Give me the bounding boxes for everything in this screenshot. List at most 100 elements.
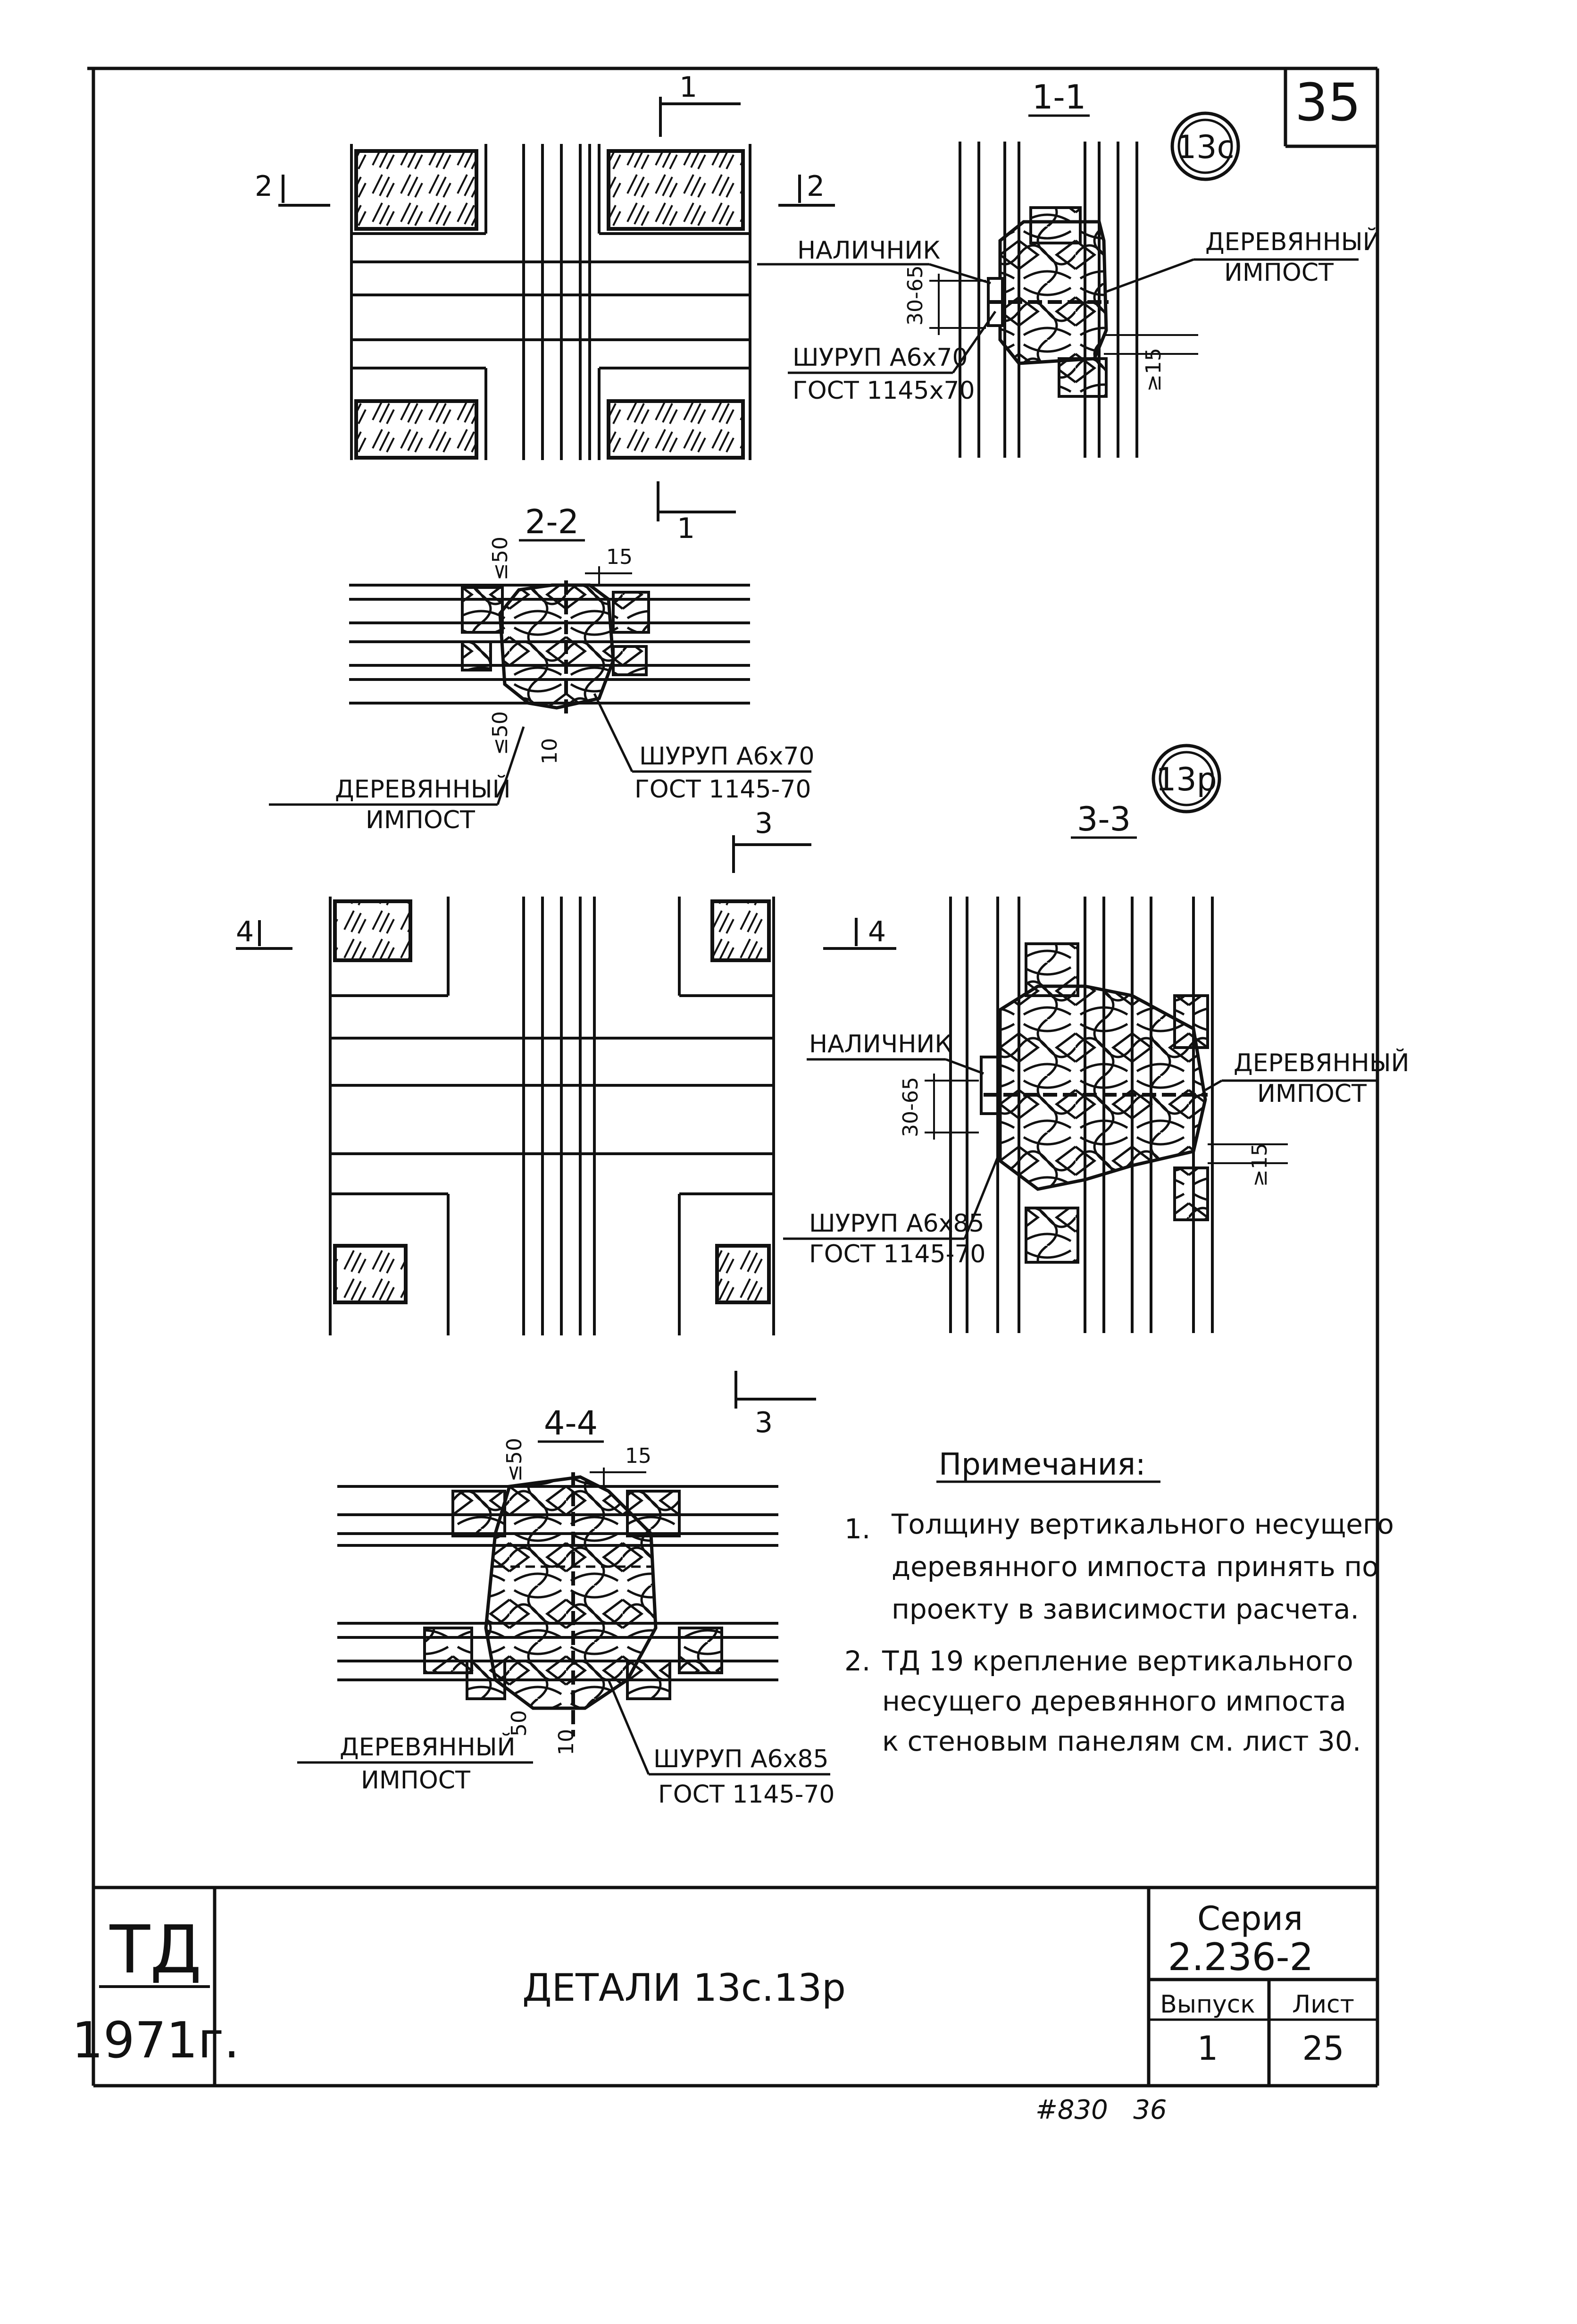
section-1-1-view	[959, 142, 1138, 458]
note-2-line-2: несущего деревянного импоста	[882, 1685, 1346, 1717]
impost-timber-2-2	[498, 583, 615, 710]
section-mark-1-top	[659, 97, 741, 137]
label-screw-3a: ШУРУП А6х85	[809, 1209, 985, 1238]
dim-line-3b	[1208, 1143, 1288, 1164]
section-mark-2-left	[278, 175, 330, 207]
section-mark-4-left	[236, 920, 292, 950]
sheet-label: Лист	[1292, 1990, 1354, 2019]
issue-label: Выпуск	[1160, 1990, 1255, 2019]
elevation-13p	[329, 897, 775, 1335]
section-1-label-bottom: 1	[677, 512, 695, 545]
section-4-label-left: 4	[236, 915, 254, 948]
glass-pane	[710, 899, 771, 962]
detail-marker-13c	[1170, 111, 1240, 181]
casing-bottom-1-1	[1058, 357, 1108, 398]
casing-right-bot-4-4	[678, 1627, 723, 1674]
dim-10-2: 10	[538, 738, 562, 764]
issue-value: 1	[1197, 2029, 1218, 2068]
label-screw-4a: ШУРУП А6х85	[653, 1745, 829, 1773]
section-mark-3-top	[732, 835, 811, 873]
label-nalichnik-1: НАЛИЧНИК	[797, 236, 940, 265]
note-1-line-2: деревянного импоста принять по	[892, 1551, 1379, 1583]
casing-right-b-2-2	[612, 645, 648, 676]
section-title-1-1: 1-1	[1032, 78, 1086, 117]
year: 1971г.	[72, 2012, 240, 2069]
label-impost-4a: ДЕРЕВЯННЫЙ	[340, 1733, 515, 1762]
detail-marker-13p	[1151, 744, 1221, 814]
dim-10-4: 10	[554, 1729, 578, 1755]
org-mark: ТД	[109, 1912, 202, 1988]
dim-line-3	[925, 1074, 979, 1140]
label-impost-3a: ДЕРЕВЯННЫЙ	[1234, 1049, 1409, 1077]
glass-pane	[607, 399, 745, 460]
dim-15-1: ≥15	[1142, 348, 1166, 392]
section-title-2-2: 2-2	[525, 503, 579, 541]
section-mark-3-bottom	[734, 1371, 816, 1409]
label-screw-2a: ШУРУП А6х70	[639, 742, 815, 771]
casing-left-bot-4-4	[423, 1627, 473, 1674]
label-screw-4b: ГОСТ 1145-70	[658, 1780, 835, 1809]
note-1-line-1: Толщину вертикального несущего	[891, 1508, 1394, 1540]
glass-pane	[333, 899, 412, 962]
glass-pane	[715, 1244, 771, 1304]
elevation-13c	[350, 144, 751, 460]
dim-line-1b	[1104, 334, 1198, 355]
sheet-number: 35	[1295, 72, 1361, 133]
label-impost-1b: ИМПОСТ	[1224, 259, 1334, 287]
section-mark-1-bottom	[657, 481, 736, 521]
section-mark-4-right	[823, 918, 896, 950]
label-impost-2a: ДЕРЕВЯННЫЙ	[335, 775, 510, 804]
casing-right-top-4-4	[626, 1490, 681, 1537]
notes-heading: Примечания:	[939, 1447, 1146, 1482]
label-impost-2b: ИМПОСТ	[366, 806, 475, 834]
casing-left-b-2-2	[461, 640, 492, 671]
dim-30-65-3: 30-65	[899, 1077, 923, 1137]
note-2-line-3: к стеновым панелям см. лист 30.	[882, 1725, 1361, 1757]
drawing-title: ДЕТАЛИ 13с.13р	[522, 1966, 846, 2010]
section-2-label-right: 2	[807, 170, 825, 203]
casing-bottom-3-3	[1025, 1207, 1079, 1264]
section-mark-2-right	[778, 175, 835, 207]
label-impost-4b: ИМПОСТ	[361, 1766, 470, 1795]
section-2-label-left: 2	[255, 170, 273, 203]
label-screw-1a: ШУРУП А6х70	[793, 344, 968, 372]
casing-top-1-1	[1029, 206, 1082, 244]
section-title-4-4: 4-4	[544, 1404, 598, 1443]
dim-50-4a: ≤50	[502, 1438, 526, 1482]
section-1-label-top: 1	[679, 71, 697, 104]
sheet-frame	[87, 67, 1379, 2088]
note-1-line-3: проекту в зависимости расчета.	[892, 1593, 1359, 1625]
glass-pane	[354, 399, 478, 460]
note-2-num: 2.	[844, 1645, 870, 1677]
casing-right-2-2	[612, 591, 650, 634]
dim-line-1	[929, 274, 986, 335]
dim-15-3: ≥15	[1248, 1143, 1272, 1187]
detail-13c-label: 13с	[1176, 129, 1235, 166]
glass-pane	[354, 149, 478, 231]
sheet-value: 25	[1302, 2029, 1344, 2068]
casing-top-3-3	[1025, 942, 1079, 997]
series-value: 2.236-2	[1168, 1935, 1314, 1979]
section-4-label-right: 4	[868, 915, 886, 948]
casing-right-mid-4-4	[626, 1660, 671, 1700]
casing-right-bot-3-3	[1173, 1166, 1209, 1221]
series-label: Серия	[1197, 1899, 1303, 1938]
dim-15-4: 15	[625, 1444, 651, 1468]
dim-50-4b: 50	[507, 1710, 531, 1737]
section-3-label-top: 3	[755, 807, 773, 840]
label-screw-3b: ГОСТ 1145-70	[809, 1240, 986, 1268]
section-title-3-3: 3-3	[1077, 800, 1131, 839]
label-screw-1b: ГОСТ 1145х70	[793, 377, 975, 405]
casing-left-mid-4-4	[466, 1660, 506, 1700]
casing-left-top-4-4	[451, 1490, 506, 1537]
label-impost-1a: ДЕРЕВЯННЫЙ	[1205, 227, 1381, 256]
dim-50-2a: ≤50	[488, 537, 512, 580]
glass-pane	[333, 1244, 408, 1304]
label-nalichnik-3: НАЛИЧНИК	[809, 1030, 952, 1058]
detail-13p-label: 13р	[1156, 761, 1217, 798]
note-1-num: 1.	[844, 1513, 870, 1545]
section-3-label-bottom: 3	[755, 1406, 773, 1439]
glass-pane	[607, 149, 745, 231]
casing-right-top-3-3	[1173, 994, 1209, 1049]
